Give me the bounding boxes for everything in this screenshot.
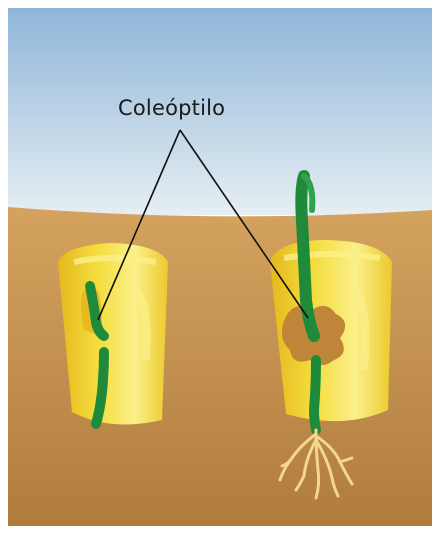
corn-kernel-left — [58, 243, 168, 425]
coleoptile-label: Coleóptilo — [118, 96, 225, 120]
